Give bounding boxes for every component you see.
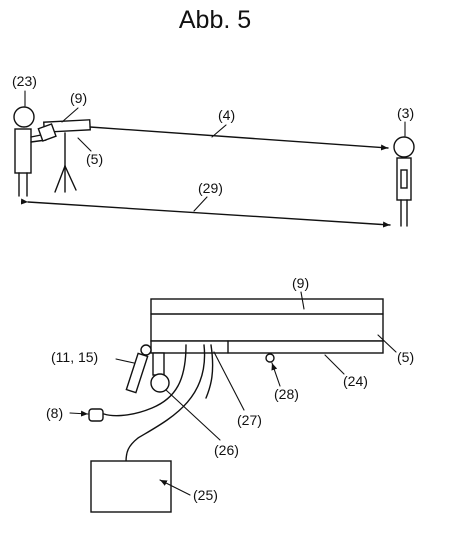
roller <box>150 352 170 393</box>
observer-figure <box>13 106 47 197</box>
label-beam: (4) <box>218 107 235 123</box>
label-observer: (23) <box>12 73 37 89</box>
handle <box>125 344 152 394</box>
beam-line <box>89 126 389 151</box>
upper-unit <box>150 298 384 342</box>
label-upper-unit: (9) <box>292 275 309 291</box>
control-box <box>90 460 172 513</box>
detail-view: (9) (5) (11, 15) (24) (28) (27) (8) (26)… <box>46 275 414 513</box>
label-device-base: (5) <box>86 151 103 167</box>
cable-plug <box>88 408 104 422</box>
target-figure <box>393 136 415 227</box>
label-base-plate: (5) <box>397 349 414 365</box>
knob <box>265 353 275 363</box>
distance-arrow <box>20 198 391 228</box>
figure-title: Abb. 5 <box>179 6 251 34</box>
label-knob: (28) <box>274 386 299 402</box>
label-handle: (11, 15) <box>51 349 98 365</box>
label-target: (3) <box>397 105 414 121</box>
label-cable-plug: (8) <box>46 405 63 421</box>
label-distance: (29) <box>198 180 223 196</box>
label-connector-line: (27) <box>237 412 262 428</box>
label-control-box: (25) <box>193 487 218 503</box>
rail <box>150 340 384 354</box>
label-roller: (26) <box>214 442 239 458</box>
top-scene: (23) (9) (5) (4) (3) (29) <box>12 73 415 228</box>
device-on-tripod <box>37 119 91 193</box>
label-rail: (24) <box>343 373 368 389</box>
label-device: (9) <box>70 90 87 106</box>
